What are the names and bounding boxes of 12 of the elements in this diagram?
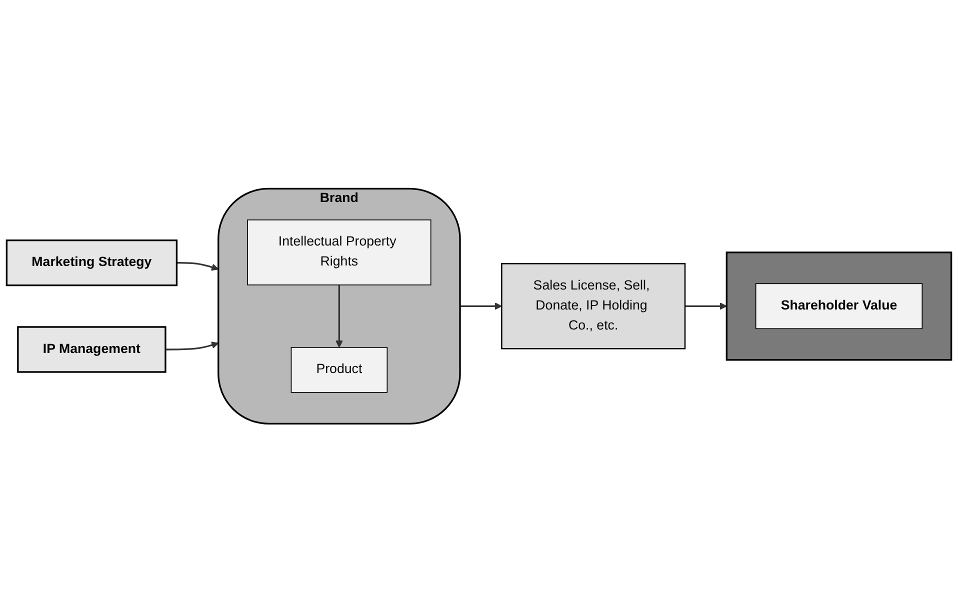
arrow [685, 302, 727, 310]
cluster [726, 251, 952, 361]
node-box: Sales License, Sell, Donate, IP Holding Co., etc. [501, 262, 686, 350]
node-box: IP Management [17, 326, 166, 373]
node-box: Intellectual Property Rights [247, 219, 432, 286]
node-box: Product [290, 346, 388, 393]
arrow [176, 262, 219, 271]
arrow [165, 341, 219, 350]
node-box: Marketing Strategy [6, 239, 178, 286]
node-box: Shareholder Value [755, 283, 923, 329]
arrow [460, 302, 502, 310]
arrow [336, 284, 343, 348]
